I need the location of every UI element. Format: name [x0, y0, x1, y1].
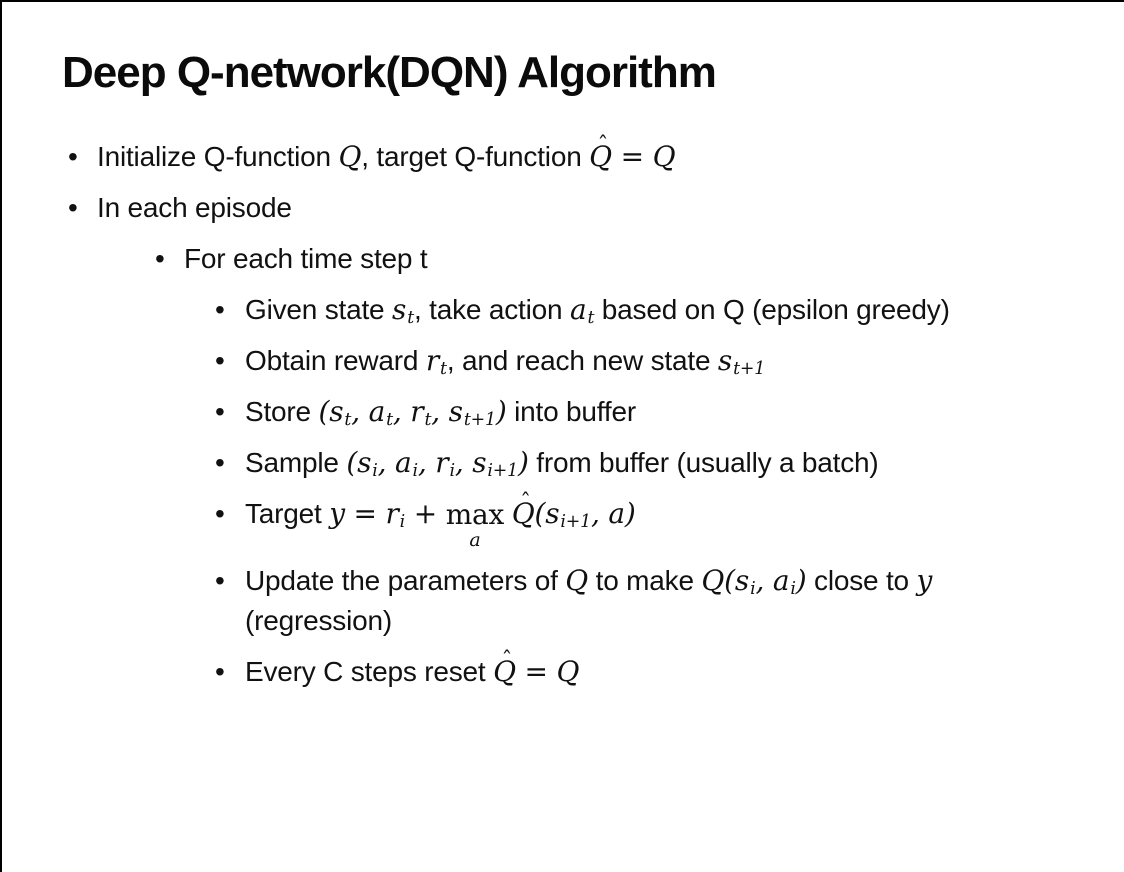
bullet-marker: • — [215, 497, 225, 529]
text-run: close to — [806, 565, 917, 597]
bullet-marker: • — [215, 293, 225, 325]
bullet-item: • Store (st, at, rt, st+1) into buffer — [2, 392, 1082, 432]
text-run: In each episode — [97, 191, 292, 223]
math-run: , — [417, 445, 436, 479]
bullet-item: • Obtain reward rt, and reach new state s… — [2, 341, 1082, 381]
text-run: based on Q (epsilon greedy) — [594, 293, 950, 325]
bullet-marker: • — [215, 656, 225, 688]
text-run: to make — [588, 565, 702, 597]
bullet-marker: • — [215, 395, 225, 427]
math-run: Q — [565, 564, 589, 598]
math-run: ( — [318, 394, 330, 428]
math-var-subscript: rt — [410, 394, 432, 430]
math-var-subscript: rt — [425, 343, 447, 379]
slide-title: Deep Q-network(DQN) Algorithm — [62, 48, 717, 97]
max-under-variable: a — [469, 529, 481, 552]
bullet-item: • Sample (si, ai, ri, si+1) from buffer (… — [2, 443, 1082, 483]
math-run: , — [351, 394, 369, 428]
math-var-subscript: ri — [385, 496, 406, 532]
text-run: Update the parameters of — [245, 565, 566, 597]
math-run: , — [431, 394, 449, 428]
math-var-subscript: si — [734, 564, 756, 600]
bullet-text: Sample (si, ai, ri, si+1) from buffer (u… — [245, 445, 879, 481]
bullet-text: Obtain reward rt, and reach new state st… — [245, 343, 766, 379]
bullet-marker: • — [68, 140, 78, 172]
math-run: ) — [495, 394, 507, 428]
hat-accent: ˆ — [501, 648, 513, 674]
bullet-item: • For each time step t — [2, 239, 1082, 279]
text-run: Store — [245, 395, 319, 427]
text-run: Obtain reward — [245, 344, 426, 376]
math-var-subscript: ri — [435, 445, 455, 481]
text-run: , take action — [413, 293, 570, 325]
text-run: Every C steps reset — [245, 656, 494, 688]
math-run: ) — [795, 564, 807, 598]
bullet-item: • In each episode — [2, 188, 1082, 228]
math-run: , — [454, 445, 473, 479]
text-run: , target Q-function — [361, 140, 590, 172]
math-run: , a) — [590, 496, 636, 530]
text-run: Sample — [245, 446, 347, 478]
math-run: , — [392, 394, 411, 428]
math-run: ( — [346, 445, 358, 479]
bullet-marker: • — [215, 565, 225, 597]
math-var-subscript: si+1 — [545, 496, 591, 532]
bullet-text: Given state st, take action at based on … — [245, 292, 950, 328]
bullet-item: • Update the parameters of Q to make Q(si… — [2, 561, 1082, 641]
math-var-subscript: at — [569, 292, 595, 328]
text-run: , and reach new state — [446, 344, 718, 376]
bullet-list: •Initialize Q-function Q, target Q-funct… — [2, 133, 1124, 693]
bullet-text: In each episode — [97, 192, 292, 223]
math-var-subscript: at — [368, 394, 393, 430]
text-run: Initialize Q-function — [97, 140, 339, 172]
bullet-marker: • — [215, 446, 225, 478]
bullet-text: Store (st, at, rt, st+1) into buffer — [245, 394, 636, 430]
bullet-text: Initialize Q-function Q, target Q-functi… — [97, 133, 676, 173]
math-run: y = — [329, 496, 386, 530]
text-run: (regression) — [245, 605, 392, 637]
text-run: from buffer (usually a batch) — [528, 446, 879, 478]
math-run: ) — [517, 445, 529, 479]
text-run: Target — [245, 497, 330, 529]
hat-accent: ˆ — [597, 132, 609, 158]
bullet-item: • Given state st, take action at based on… — [2, 290, 1082, 330]
math-var-subscript: si — [357, 445, 378, 481]
math-var-subscript: ai — [772, 564, 796, 600]
math-run: y — [916, 564, 933, 598]
math-run: Q( — [701, 564, 735, 598]
math-run: ( — [534, 496, 546, 530]
math-var-subscript: st+1 — [717, 343, 766, 379]
bullet-item: • Initialize Q-function Q, target Q-funct… — [2, 133, 1082, 177]
math-var-subscript: si+1 — [472, 445, 518, 481]
math-run: + — [405, 496, 446, 530]
text-run: Given state — [245, 293, 393, 325]
math-var-subscript: st — [329, 394, 352, 430]
bullet-text: For each time step t — [184, 242, 428, 274]
math-run: , — [377, 445, 395, 479]
math-run: , — [755, 564, 773, 598]
math-run: = Q — [515, 655, 580, 689]
text-run: For each time step t — [184, 242, 428, 274]
math-var-subscript: ai — [395, 445, 418, 481]
bullet-marker: • — [215, 344, 225, 376]
math-run: Q — [338, 139, 362, 173]
math-var-subscript: st — [392, 292, 414, 328]
text-run — [504, 498, 512, 529]
bullet-text: Update the parameters of Q to make Q(si,… — [245, 564, 933, 637]
bullet-marker: • — [68, 191, 78, 223]
bullet-marker: • — [155, 242, 165, 274]
hat-accent: ˆ — [520, 489, 531, 515]
math-run: = Q — [611, 139, 676, 173]
math-var-subscript: st+1 — [448, 394, 496, 430]
text-run: into buffer — [506, 395, 636, 427]
